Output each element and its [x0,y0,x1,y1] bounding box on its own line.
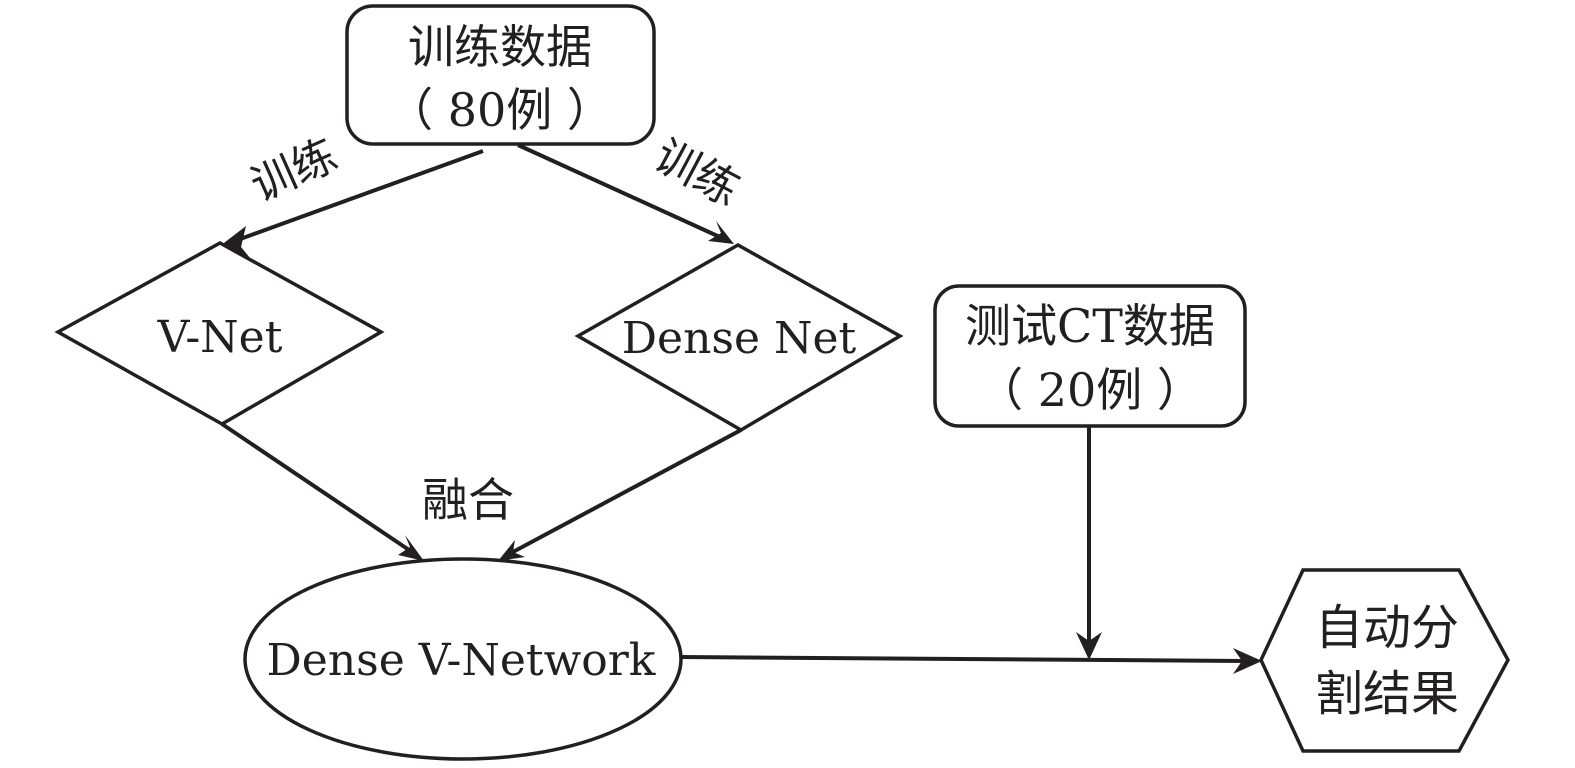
dense-vnetwork-label: Dense V-Network [267,635,656,686]
node-training-data: 训练数据 （ 80例 ） [345,4,656,146]
arrowhead-vnet [220,226,250,258]
edge-train-to-vnet [231,149,484,244]
node-test-ct-data: 测试CT数据 （ 20例 ） [933,284,1247,428]
edge-label-train-left: 训练 [244,130,345,212]
node-densenet: Dense Net [574,242,904,433]
edge-dense-vnetwork-to-result [680,655,1245,663]
arrowhead-test-data [1076,632,1102,660]
result-line-2: 割结果 [1315,666,1459,722]
edge-train-to-densenet [517,143,723,240]
node-segmentation-result: 自动分 割结果 [1259,568,1510,753]
test-data-title: 测试CT数据 [965,299,1215,353]
node-vnet: V-Net [54,241,385,427]
result-line-1: 自动分 [1315,600,1459,656]
densenet-label: Dense Net [622,313,857,364]
edge-label-train-right: 训练 [646,130,748,216]
edge-vnet-to-dense-vnetwork [220,422,414,554]
arrowhead-result [1233,648,1262,674]
vnet-label: V-Net [157,312,283,363]
arrowhead-fusion-right [498,540,525,561]
training-data-title: 训练数据 [408,20,592,74]
node-dense-vnetwork: Dense V-Network [243,557,683,761]
training-data-count: （ 80例 ） [387,83,613,137]
arrowhead-densenet [708,221,734,244]
edge-densenet-to-dense-vnetwork [510,428,742,555]
edge-label-fusion: 融合 [422,473,514,527]
arrowhead-fusion-left [398,535,424,561]
test-data-count: （ 20例 ） [977,363,1203,417]
